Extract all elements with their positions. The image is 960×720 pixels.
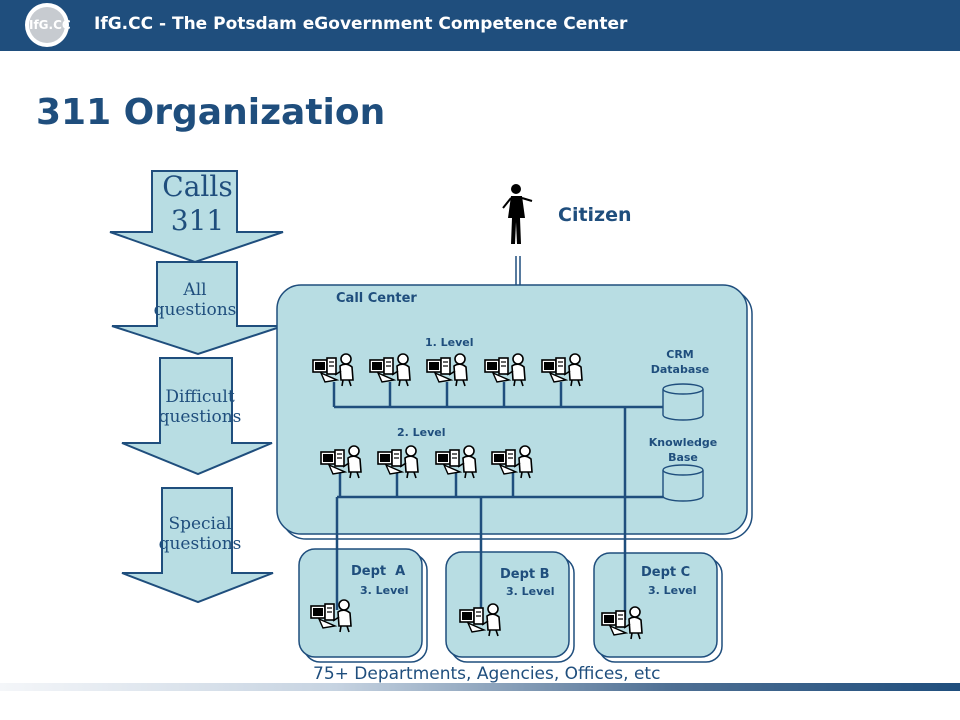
level2-label: 2. Level bbox=[397, 426, 446, 439]
dept-a-level: 3. Level bbox=[360, 584, 409, 597]
calls-311-label: Calls 311 bbox=[162, 170, 233, 237]
all-questions-arrow bbox=[111, 261, 284, 356]
difficult-questions-label: Difficult questions bbox=[158, 387, 242, 428]
dept-b-level: 3. Level bbox=[506, 585, 555, 598]
ifgcc-logo: IfG.CC bbox=[25, 3, 71, 47]
footer-text: 75+ Departments, Agencies, Offices, etc bbox=[313, 664, 661, 684]
page-title: 311 Organization bbox=[36, 92, 386, 133]
call-center-title: Call Center bbox=[336, 291, 417, 306]
difficult-questions-arrow bbox=[121, 357, 273, 476]
all-questions-label: All questions bbox=[153, 280, 237, 321]
dept-b-name: Dept B bbox=[500, 567, 550, 582]
calls-arrow bbox=[109, 170, 284, 264]
knowledge-base-label: Knowledge Base bbox=[648, 436, 718, 465]
crm-database-label: CRM Database bbox=[650, 348, 710, 377]
header-bar: IfG.CC IfG.CC - The Potsdam eGovernment … bbox=[0, 0, 960, 51]
footer-bar bbox=[0, 683, 960, 691]
dept-c-name: Dept C bbox=[641, 565, 691, 580]
dept-a-name: Dept A bbox=[351, 564, 406, 579]
citizen-icon bbox=[502, 184, 533, 244]
level1-label: 1. Level bbox=[425, 336, 474, 349]
knowledge-base-icon bbox=[662, 464, 704, 502]
dept-c-level: 3. Level bbox=[648, 584, 697, 597]
crm-database-icon bbox=[662, 383, 704, 421]
header-title: IfG.CC - The Potsdam eGovernment Compete… bbox=[94, 14, 628, 34]
citizen-label: Citizen bbox=[558, 204, 632, 226]
special-questions-arrow bbox=[121, 487, 274, 604]
special-questions-label: Special questions bbox=[158, 514, 242, 555]
dept-a-box bbox=[298, 548, 423, 658]
logo-text: IfG.CC bbox=[29, 7, 71, 43]
